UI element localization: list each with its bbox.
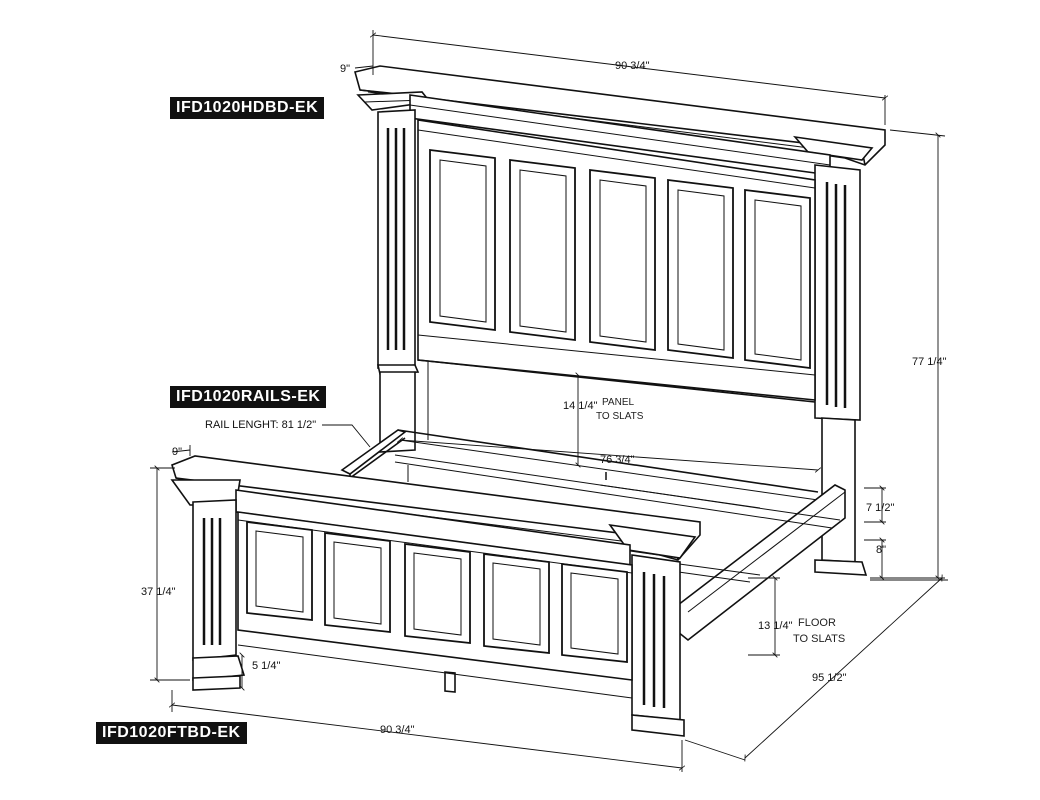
bottom-width-dimension: 90 3/4" — [380, 724, 415, 736]
leg-height-dimension: 8" — [876, 544, 887, 556]
foot-depth-dimension: 9" — [172, 446, 183, 458]
top-width-dimension: 90 3/4" — [615, 60, 650, 72]
panel-to-slats-note-line2: TO SLATS — [596, 411, 644, 422]
dimension-lines — [150, 30, 948, 772]
floor-to-slats-note-line1: FLOOR — [798, 617, 836, 629]
panel-to-slats-note-line1: PANEL — [602, 397, 635, 408]
floor-to-slats-note-line2: TO SLATS — [793, 633, 846, 645]
rail-length-dimension: RAIL LENGHT: 81 1/2" — [205, 419, 317, 431]
headboard-height-dimension: 77 1/4" — [912, 356, 947, 368]
footboard-height-dimension: 37 1/4" — [141, 586, 176, 598]
overall-length-dimension: 95 1/2" — [812, 672, 847, 684]
headboard-label: IFD1020HDBD-EK — [170, 97, 325, 119]
panel-to-slats-dimension: 14 1/4" — [563, 400, 598, 412]
footboard — [170, 455, 701, 737]
rails-label: IFD1020RAILS-EK — [170, 386, 327, 408]
floor-to-slats-dimension: 13 1/4" — [758, 620, 793, 632]
side-rails — [340, 429, 846, 693]
inner-width-dimension: 76 3/4" — [600, 454, 635, 466]
top-depth-dimension: 9" — [340, 63, 351, 75]
footboard-label: IFD1020FTBD-EK — [96, 722, 247, 744]
foot-leg-dimension: 5 1/4" — [252, 660, 281, 672]
rail-height-dimension: 7 1/2" — [866, 502, 895, 514]
